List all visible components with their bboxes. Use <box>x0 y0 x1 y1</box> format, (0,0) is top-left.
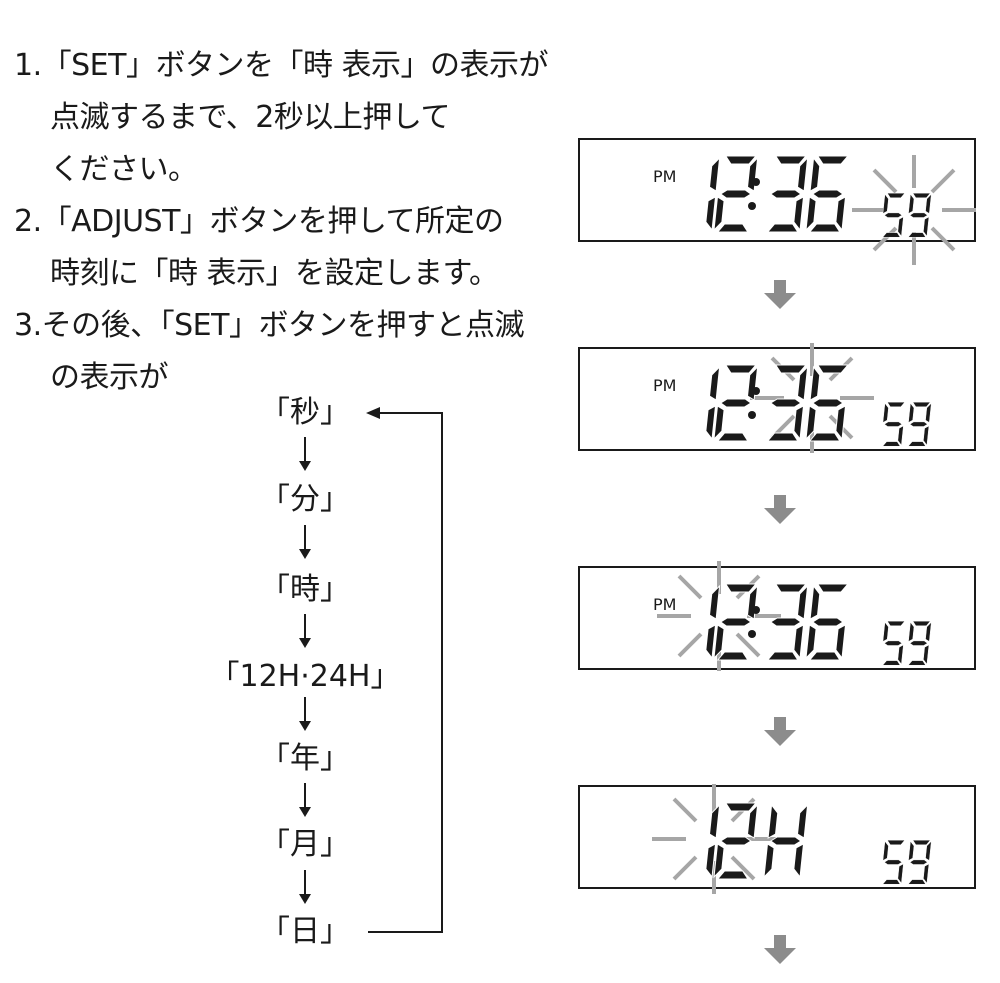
pm-indicator: PM <box>653 376 676 395</box>
lcd-display-seconds-blinking: PM <box>578 138 978 267</box>
next-step-arrow-icon <box>764 935 796 964</box>
lcd-display-hours-blinking: PM <box>578 559 976 673</box>
step-text: 「SET」ボタンを「時 表示」の表示が <box>41 48 549 83</box>
minute-digits <box>767 156 850 232</box>
blink-rays-icon <box>655 559 783 673</box>
step-number: 1. <box>14 48 42 83</box>
colon <box>748 202 756 210</box>
step-2: 2.「ADJUST」ボタンを押して所定の 時刻に「時 表示」を設定します。 <box>14 196 574 300</box>
flow-item-day: 「日」 <box>260 914 350 949</box>
blink-rays-icon <box>850 153 978 267</box>
step-1: 1.「SET」ボタンを「時 表示」の表示が 点滅するまで、2秒以上押して くださ… <box>14 40 574 196</box>
step-3: 3.その後、「SET」ボタンを押すと点滅 の表示が <box>14 300 574 404</box>
flow-item-year: 「年」 <box>260 741 350 776</box>
next-step-arrow-icon <box>764 717 796 746</box>
lcd-display-12h-blinking <box>578 782 976 896</box>
pm-indicator: PM <box>653 167 676 186</box>
step-text: の表示が <box>50 360 169 395</box>
step-number: 3. <box>14 308 42 343</box>
pm-indicator: PM <box>653 595 676 614</box>
instructions: 1.「SET」ボタンを「時 表示」の表示が 点滅するまで、2秒以上押して くださ… <box>14 40 574 404</box>
flow-item-hours: 「時」 <box>260 572 350 607</box>
step-text: 時刻に「時 表示」を設定します。 <box>50 256 499 291</box>
seconds-digits <box>880 193 931 237</box>
setting-sequence: 「秒」 「分」 「時」 「12H·24H」 「年」 「月」 「日」 <box>180 385 470 965</box>
next-step-arrow-icon <box>764 495 796 524</box>
flow-item-minutes: 「分」 <box>260 482 350 517</box>
flow-item-12h-24h: 「12H·24H」 <box>209 659 401 694</box>
step-text: 点滅するまで、2秒以上押して <box>50 100 451 135</box>
flow-item-seconds: 「秒」 <box>260 395 350 430</box>
hour-digits <box>705 156 758 232</box>
next-step-arrow-icon <box>764 280 796 309</box>
loop-back-arrow-icon <box>366 407 443 933</box>
step-number: 2. <box>14 204 42 239</box>
step-text: ください。 <box>50 152 198 187</box>
step-text: その後、「SET」ボタンを押すと点滅 <box>41 308 525 343</box>
flow-item-month: 「月」 <box>260 827 350 862</box>
lcd-display-minutes-blinking: PM <box>578 341 976 455</box>
step-text: 「ADJUST」ボタンを押して所定の <box>41 204 504 239</box>
